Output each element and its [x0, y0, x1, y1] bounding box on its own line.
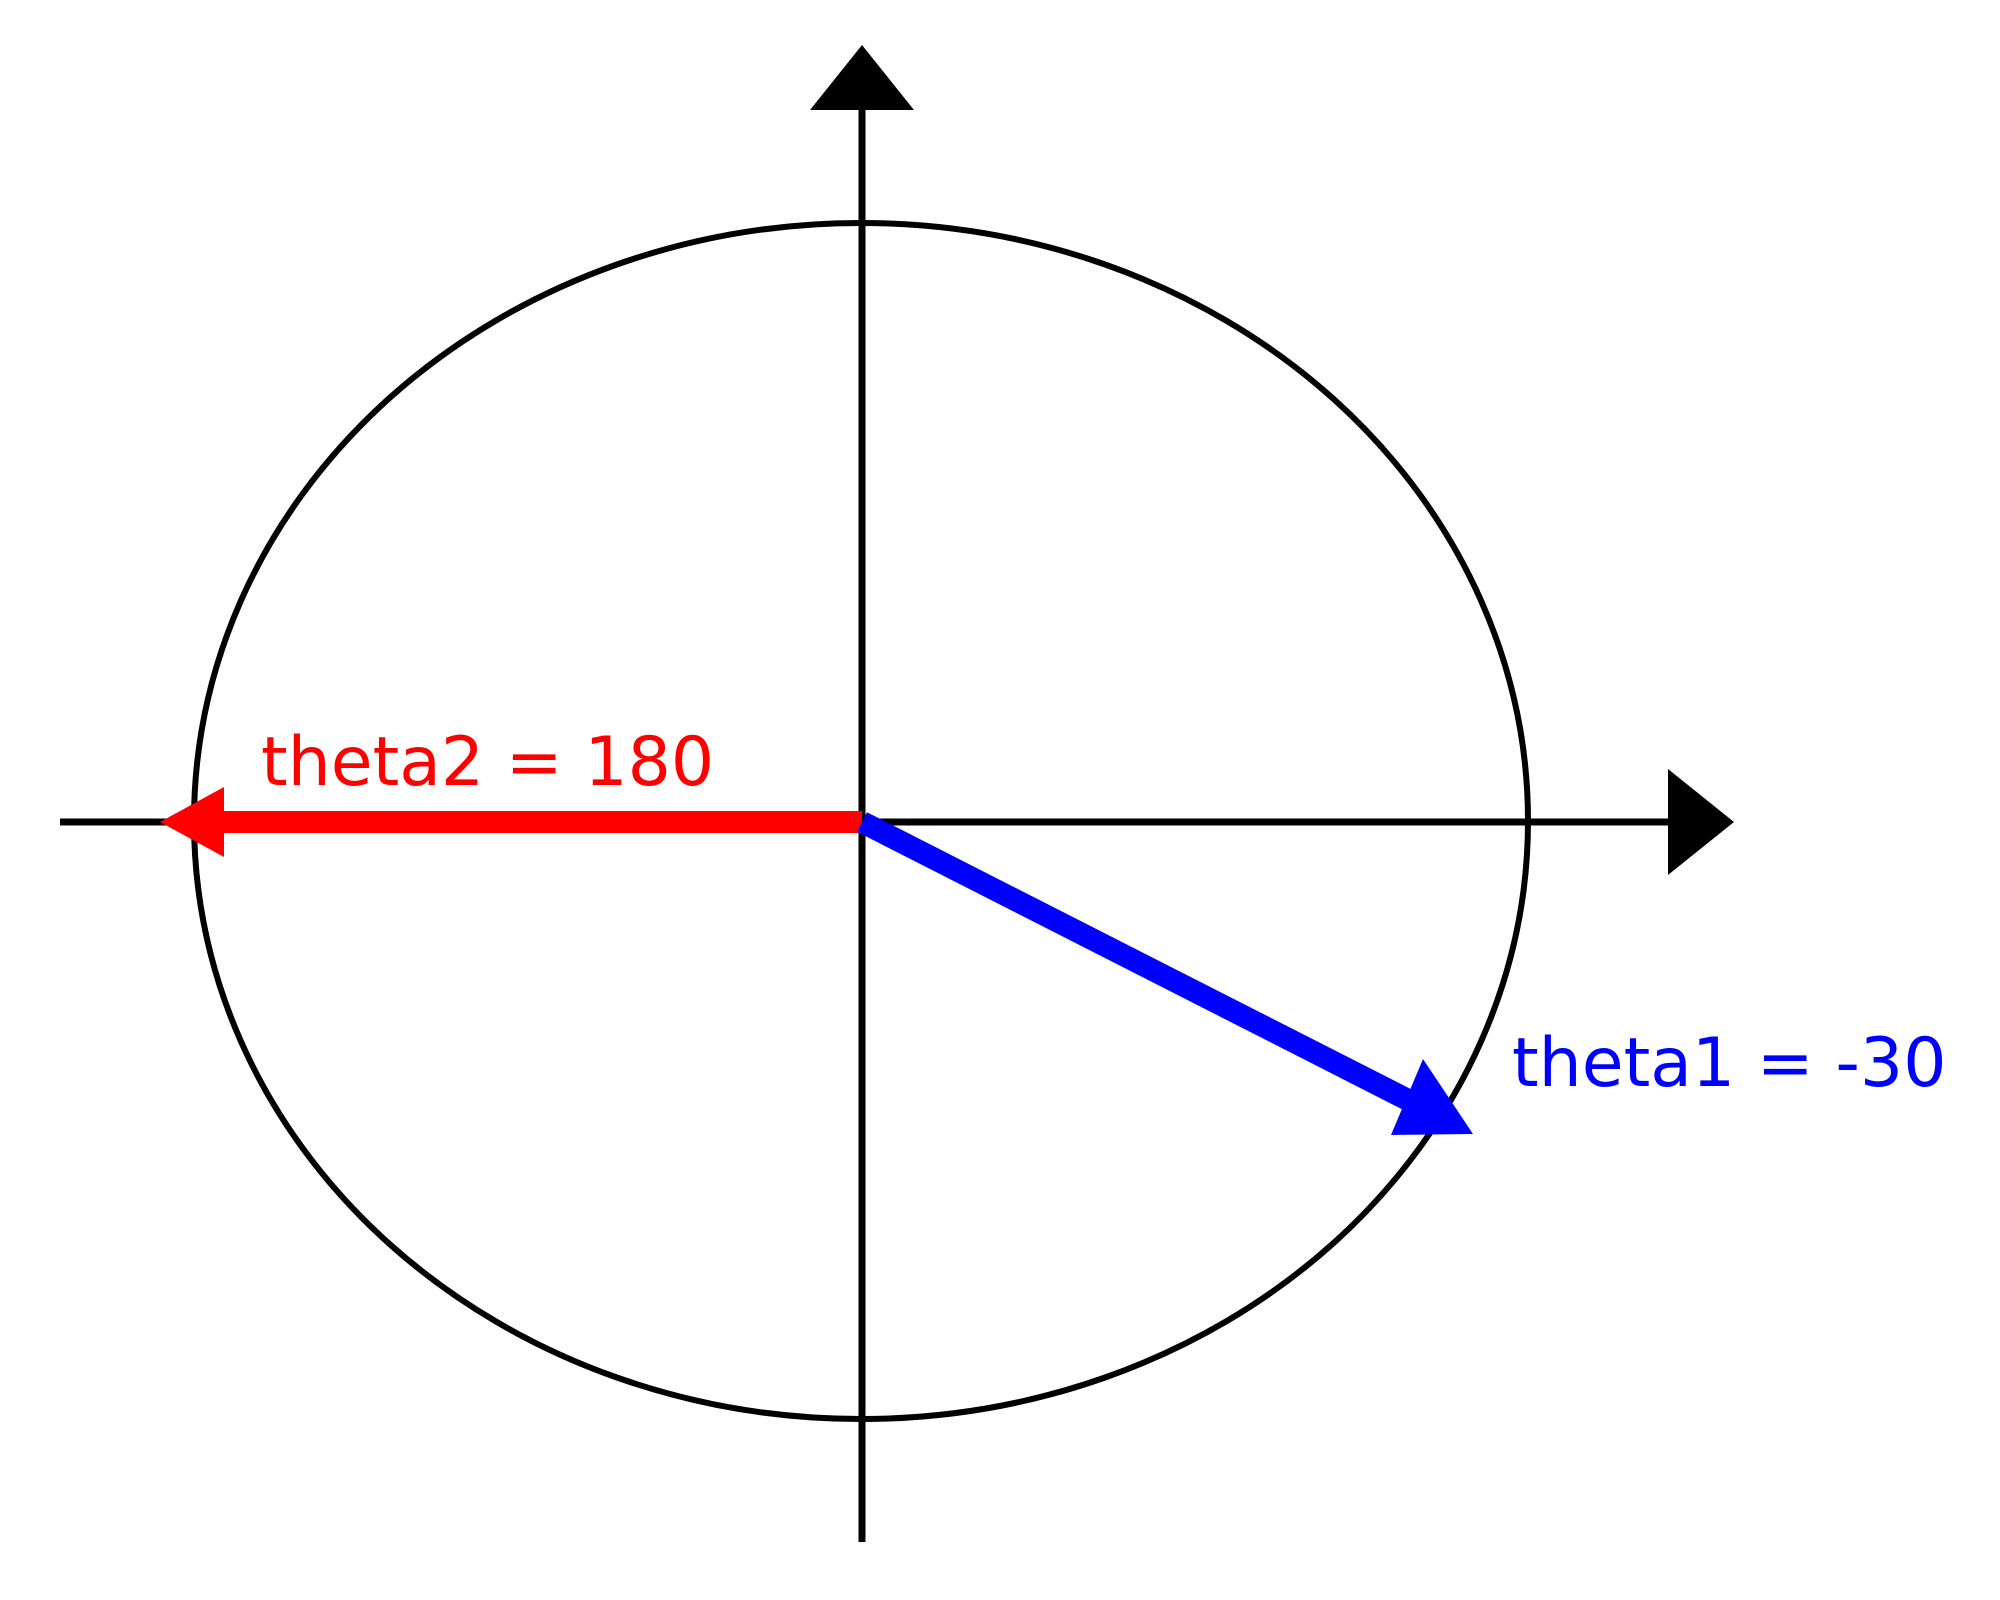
y-axis-arrow-icon — [810, 45, 914, 110]
theta1-vector-shaft — [857, 812, 1417, 1112]
theta2-vector-arrowhead-icon — [160, 787, 224, 857]
theta2-vector — [160, 787, 862, 857]
theta1-vector — [857, 812, 1473, 1135]
x-axis-arrow-icon — [1668, 769, 1734, 875]
theta1-vector-arrowhead-icon — [1391, 1059, 1473, 1135]
theta2-label: theta2 = 180 — [261, 723, 714, 802]
theta1-label: theta1 = -30 — [1512, 1024, 1946, 1103]
